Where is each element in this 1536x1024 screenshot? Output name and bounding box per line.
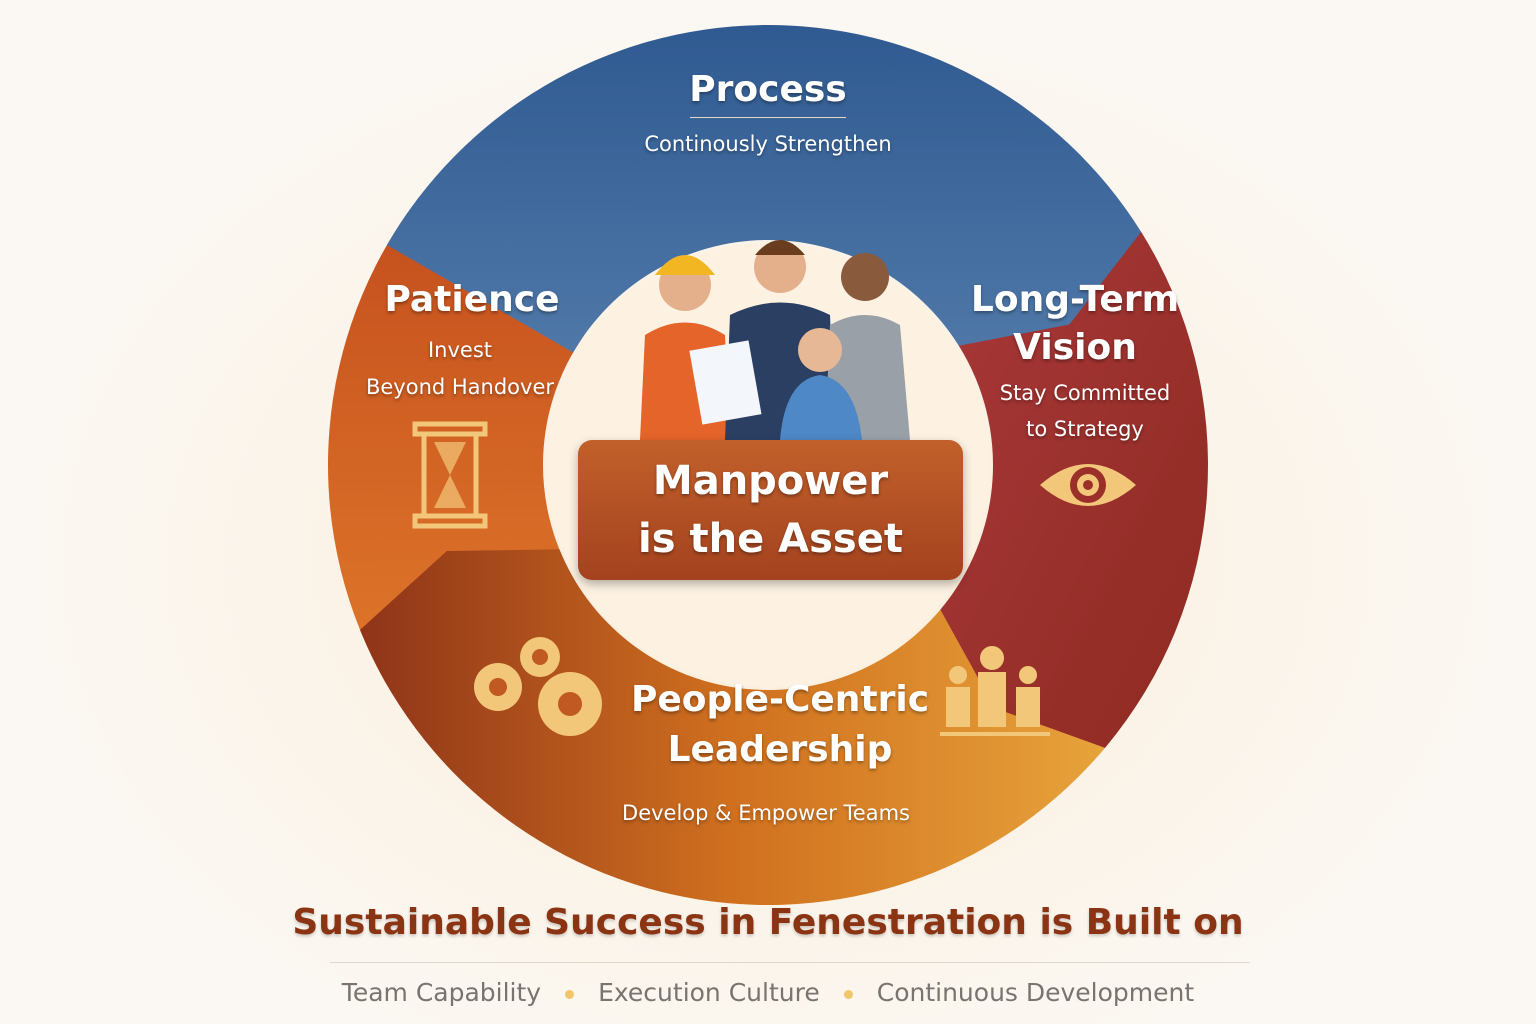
people-subtitle: Develop & Empower Teams — [622, 801, 910, 825]
footer-title: Sustainable Success in Fenestration is B… — [292, 902, 1244, 943]
divider — [690, 117, 846, 118]
people-title-2: Leadership — [667, 729, 893, 770]
patience-subtitle-1: Invest — [427, 338, 493, 362]
footer-item: Execution Culture — [598, 978, 820, 1007]
eye-icon — [1040, 464, 1136, 506]
vision-subtitle-2: to Strategy — [1026, 417, 1144, 441]
vision-title-1: Long-Term — [970, 279, 1180, 320]
people-title-1: People-Centric — [630, 679, 930, 720]
vision-title-2: Vision — [1013, 327, 1137, 368]
patience-title: Patience — [384, 279, 560, 320]
process-title: Process — [689, 69, 847, 110]
footer-item: Team Capability — [341, 978, 542, 1007]
segment-process — [386, 25, 1142, 353]
footer-divider — [330, 962, 1250, 963]
hourglass-icon — [412, 421, 488, 529]
center-line-1: Manpower — [652, 458, 889, 504]
gears-icon — [474, 637, 602, 736]
center-line-2: is the Asset — [638, 516, 903, 562]
process-subtitle: Continously Strengthen — [644, 132, 892, 156]
bullet-dot — [565, 989, 575, 999]
vision-subtitle-1: Stay Committed — [999, 381, 1171, 405]
footer-item: Continuous Development — [876, 978, 1195, 1007]
patience-subtitle-2: Beyond Handover — [365, 375, 555, 399]
center-banner: Manpower is the Asset — [578, 440, 963, 580]
team-of-workers-illustration — [640, 240, 910, 440]
bullet-dot — [843, 989, 853, 999]
team-icon — [940, 646, 1050, 736]
footer-items: Team Capability Execution Culture Continuo… — [0, 978, 1536, 1007]
